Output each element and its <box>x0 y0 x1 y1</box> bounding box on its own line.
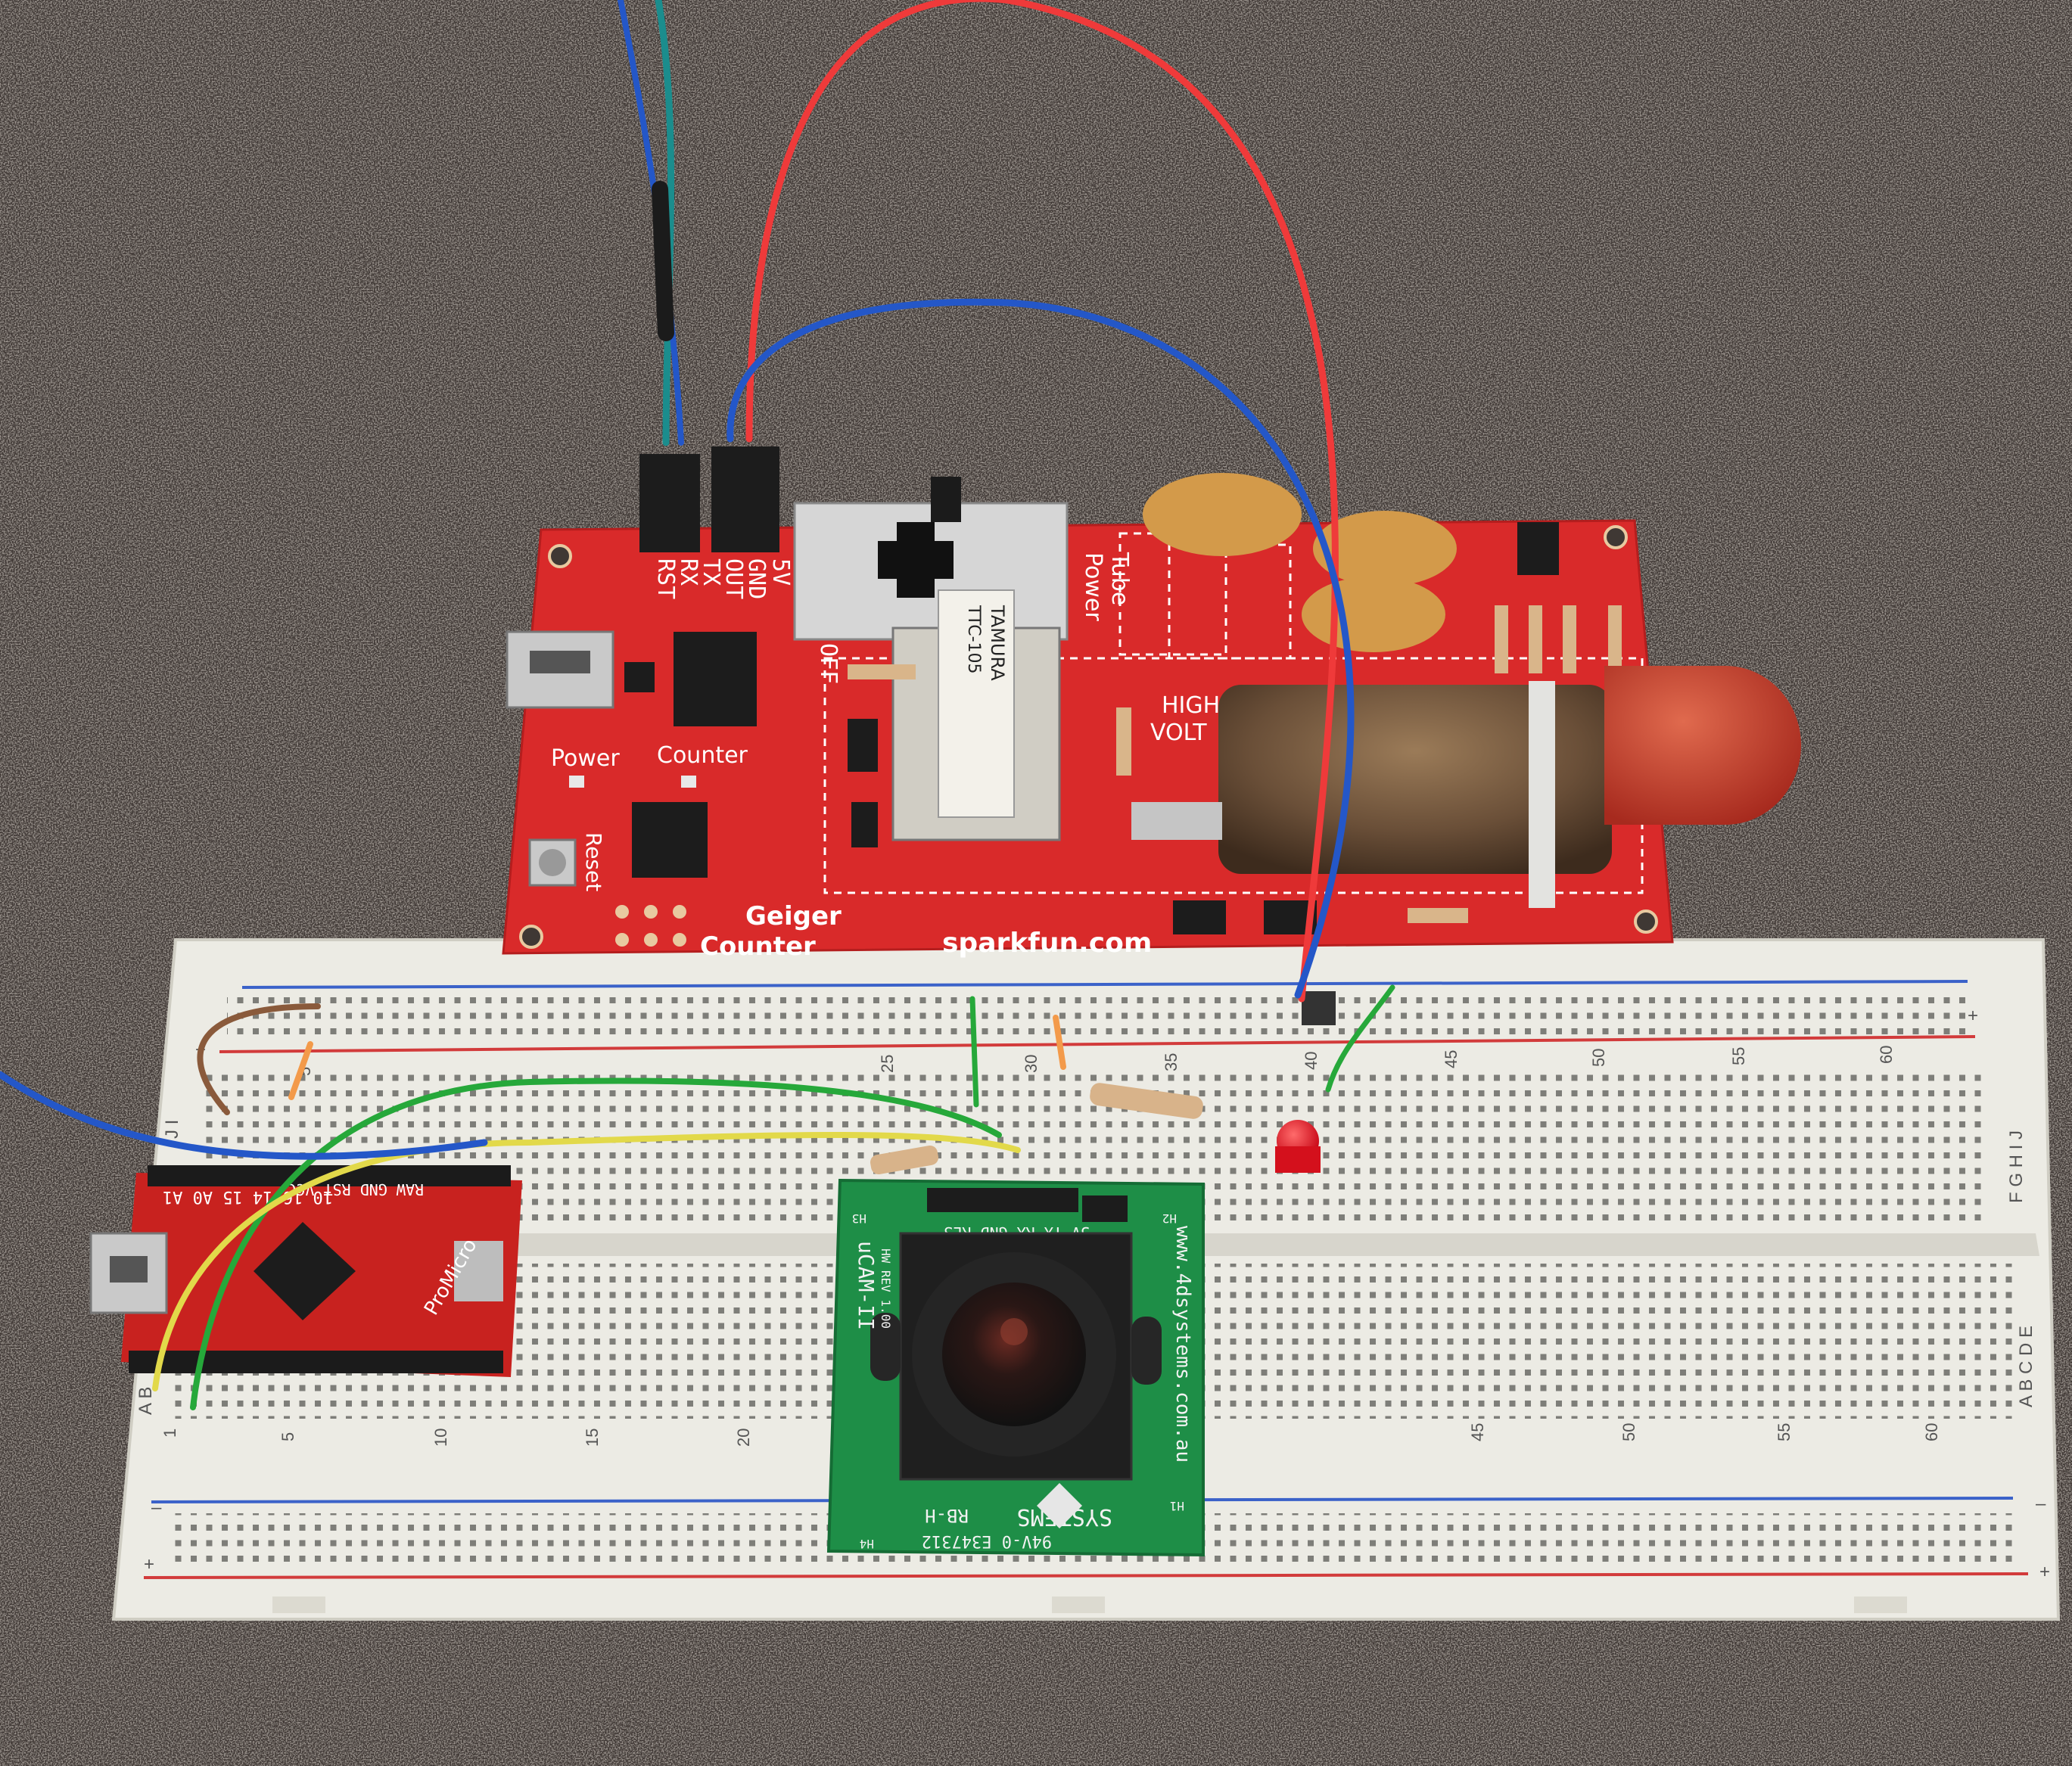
breadboard-bottom-numbers: 1 5 10 15 20 45 50 55 60 <box>160 1423 1941 1447</box>
wire-blue <box>726 298 1355 999</box>
bb-num-bot-5: 5 <box>278 1432 297 1441</box>
pin-label-5v: 5V <box>767 558 794 586</box>
wire-green-long <box>190 1077 1002 1410</box>
camera-rev: HW REV 1.00 <box>879 1248 893 1329</box>
camera-ul: 94V-0 E347312 <box>922 1531 1052 1550</box>
camera-url: www.4dsystems.com.au <box>1171 1226 1194 1463</box>
bb-letters-right-top: F G H I J <box>2006 1130 2027 1203</box>
bb-plus-bottom-right: + <box>2039 1562 2050 1582</box>
pin-label-rx: RX <box>675 558 702 586</box>
high-label: HIGH <box>1162 692 1220 719</box>
switch-off-label: OFF <box>815 643 842 684</box>
counter-led-label: Counter <box>657 742 748 769</box>
wire-orange-2 <box>1053 1015 1066 1070</box>
bb-num-top-25: 25 <box>878 1055 897 1073</box>
bb-letters-left-top: J I <box>162 1120 182 1139</box>
bb-minus-bottom-left: – <box>151 1497 162 1518</box>
board-title-line2: Counter <box>700 931 816 962</box>
bb-minus-bottom-right: – <box>2036 1494 2046 1514</box>
transformer-brand: TAMURA <box>987 605 1008 681</box>
4d-logo-icon <box>1037 1483 1082 1528</box>
pin-label-rst: RST <box>652 558 679 599</box>
promicro-pins-top: 10 16 14 15 A0 A1 <box>163 1187 333 1206</box>
transformer-model: TTC-105 <box>964 605 983 674</box>
bb-plus-bottom-left: + <box>144 1554 154 1575</box>
tube-power-line1: Tube <box>1106 552 1133 605</box>
icsp-pads <box>615 905 686 947</box>
wire-green-led <box>1325 984 1395 1093</box>
jumper-wires <box>0 0 1395 1410</box>
geiger-header-labels: RST RX TX OUT GND 5V <box>652 558 794 599</box>
wire-yellow <box>152 1132 1021 1391</box>
tube-power-line2: Power <box>1080 552 1106 621</box>
breadboard-components <box>870 991 1336 1175</box>
bb-num-top-30: 30 <box>1022 1055 1041 1073</box>
camera-h2: H2 <box>1162 1211 1177 1226</box>
wire-sleeve <box>652 181 674 341</box>
camera-h3: H3 <box>852 1211 866 1226</box>
switch-cross-icon <box>878 522 954 598</box>
wire-brown <box>197 1003 321 1115</box>
bb-num-bot-1: 1 <box>160 1429 179 1438</box>
bb-num-top-50: 50 <box>1589 1049 1608 1067</box>
bb-num-bot-15: 15 <box>583 1429 602 1447</box>
bb-num-top-60: 60 <box>1877 1046 1896 1064</box>
breadboard-top-numbers: 5 25 30 35 40 45 50 55 60 <box>295 1046 1896 1076</box>
bb-num-top-35: 35 <box>1162 1053 1181 1071</box>
wire-blue-left <box>0 1071 488 1160</box>
wire-green-teal <box>655 0 675 446</box>
tube-power-label: Tube Power <box>1080 552 1133 621</box>
wire-red <box>745 0 1339 1003</box>
bb-num-top-40: 40 <box>1302 1052 1321 1070</box>
camera-h1: H1 <box>1170 1499 1184 1513</box>
resistor-bank <box>1495 605 1622 673</box>
wire-green-short <box>969 996 979 1108</box>
board-title-line1: Geiger <box>745 901 842 931</box>
bb-num-bot-20: 20 <box>734 1429 753 1447</box>
bb-num-bot-45: 45 <box>1468 1423 1487 1441</box>
volt-label: VOLT <box>1150 720 1207 746</box>
pin-label-out: OUT <box>720 558 747 599</box>
bb-plus-top-right: + <box>1968 1006 1978 1026</box>
pin-label-gnd: GND <box>743 558 770 599</box>
bb-num-bot-55: 55 <box>1775 1423 1794 1441</box>
bb-letters-right-bottom: A B C D E <box>2016 1326 2036 1407</box>
camera-module: 5V TX RX GND RES uCAM-II HW REV 1.00 www… <box>826 1178 1205 1557</box>
promicro-board: 10 16 14 15 A0 A1 RAW GND RST VCC ProMic… <box>89 1165 522 1377</box>
camera-model: uCAM-II <box>854 1241 879 1330</box>
bb-num-bot-50: 50 <box>1619 1423 1638 1441</box>
pin-label-tx: TX <box>698 558 724 586</box>
bb-letters-left-bottom: A B <box>135 1387 156 1415</box>
bb-num-top-55: 55 <box>1729 1047 1748 1065</box>
bb-num-top-45: 45 <box>1442 1050 1461 1068</box>
sparkfun-brand: sparkfun.com <box>942 928 1152 959</box>
camera-pcb-code: RB-H <box>925 1505 969 1526</box>
reset-label: Reset <box>581 832 606 891</box>
camera-h4: H4 <box>860 1537 874 1551</box>
bb-num-bot-60: 60 <box>1922 1423 1941 1441</box>
power-led-label: Power <box>551 745 620 772</box>
geiger-counter-board: RST RX TX OUT GND 5V OFF Tube Power <box>502 446 1801 962</box>
bb-num-bot-10: 10 <box>431 1429 450 1447</box>
wire-orange-1 <box>288 1041 313 1100</box>
